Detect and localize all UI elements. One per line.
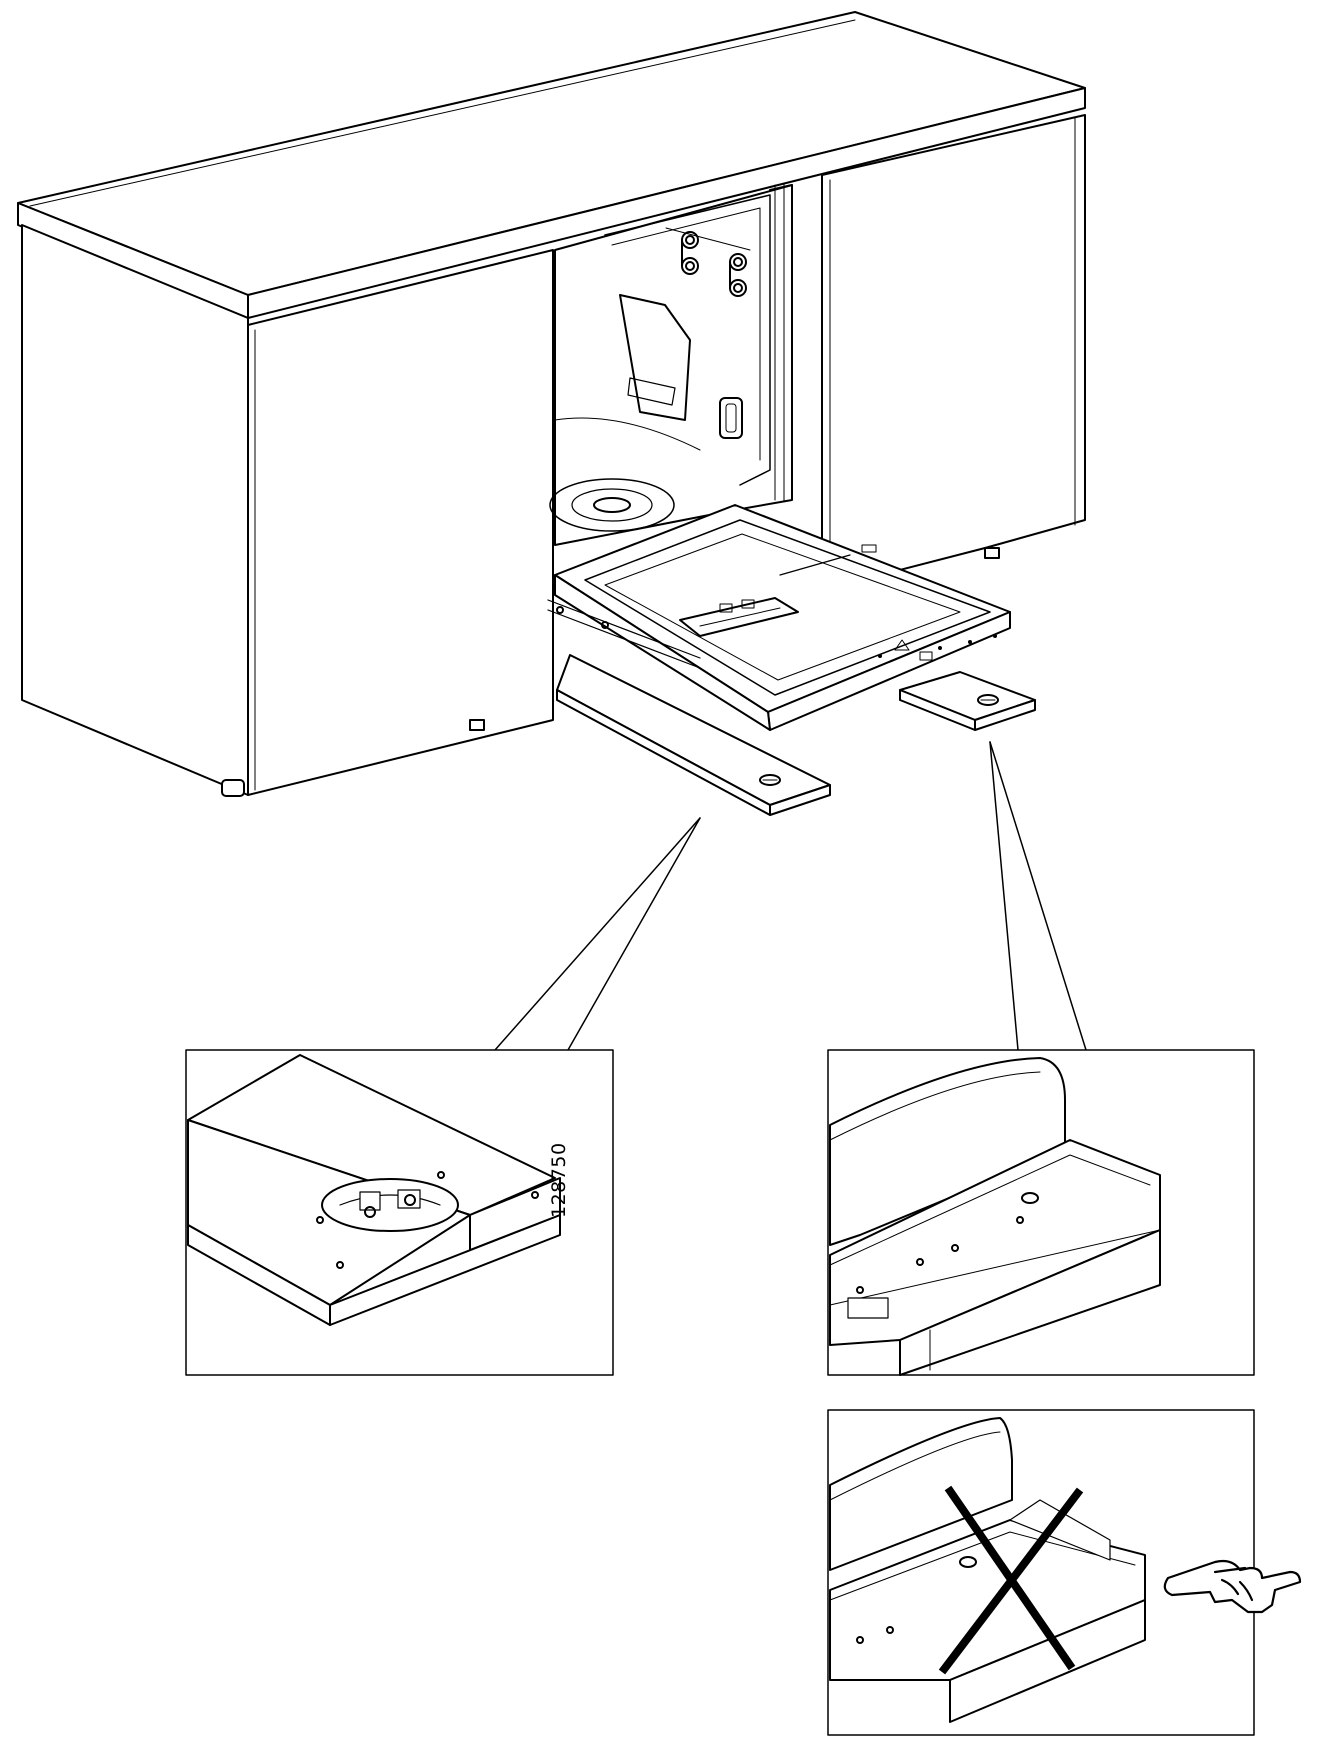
- dishwasher: [547, 182, 1011, 731]
- kitchen-cabinet: [17, 11, 1086, 797]
- detergent-dispenser: [679, 597, 799, 637]
- figure-code: 128750: [548, 1142, 570, 1218]
- cross-mark-icon: [938, 1485, 1084, 1675]
- pointing-hand-icon: [1163, 1559, 1302, 1614]
- spray-pipe-joints: [665, 227, 751, 297]
- door-guide-right: [899, 671, 1036, 731]
- left-cabinet: [21, 224, 554, 797]
- door-guide-left: [556, 654, 831, 816]
- detail-wrong-position: [827, 1409, 1302, 1736]
- worktop: [17, 11, 1086, 319]
- callout-lines: [494, 741, 1087, 1051]
- detail-guide-screw: [185, 1049, 614, 1376]
- detail-correct-position: [827, 1049, 1255, 1376]
- dishwasher-door: [547, 504, 1011, 731]
- dishwasher-tub: [549, 182, 793, 546]
- right-cabinet: [821, 114, 1086, 591]
